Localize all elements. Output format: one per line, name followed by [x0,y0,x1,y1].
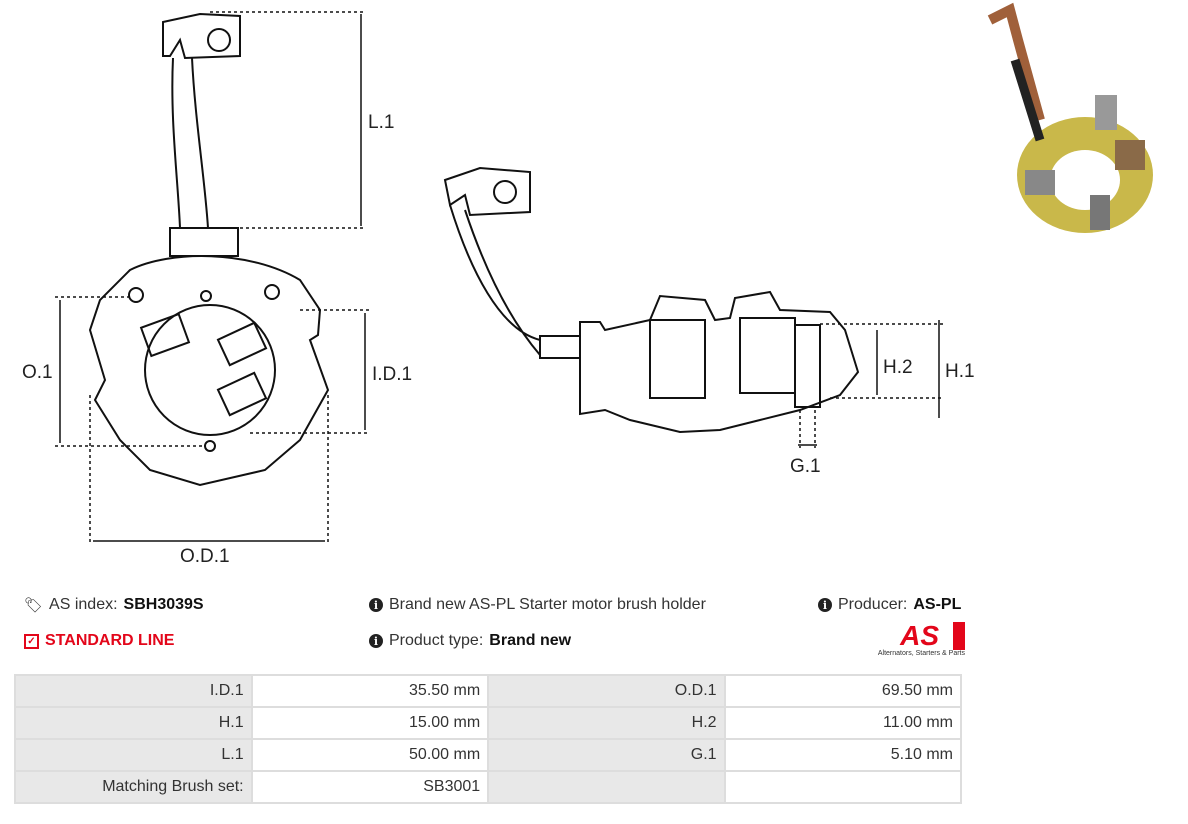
info-icon: i [369,598,383,612]
table-row: Matching Brush set:SB3001 [14,770,963,804]
label-h2: H.2 [883,357,913,378]
label-o1: O.1 [22,362,53,383]
holder-plate [88,255,330,487]
terminal-lug [162,12,241,60]
label-od1: O.D.1 [180,546,230,567]
as-index: 🏷 AS index:SBH3039S [24,596,204,614]
label-g1: G.1 [790,456,821,477]
as-logo: AS Alternators, Starters & Parts [870,622,965,657]
label-id1: I.D.1 [372,364,412,385]
checkbox-icon: ✓ [24,633,39,649]
label-l1: L.1 [368,112,394,133]
tags-icon: 🏷 [24,597,44,614]
label-h1: H.1 [945,361,975,382]
side-body [579,290,860,434]
product-photo [987,2,1153,233]
standard-line-badge: ✓ STANDARD LINE [24,632,174,650]
info-icon: i [818,598,832,612]
technical-drawing: L.1 O.1 I.D.1 O.D.1 H.2 H.1 G.1 [22,2,1153,567]
info-icon: i [369,634,383,648]
